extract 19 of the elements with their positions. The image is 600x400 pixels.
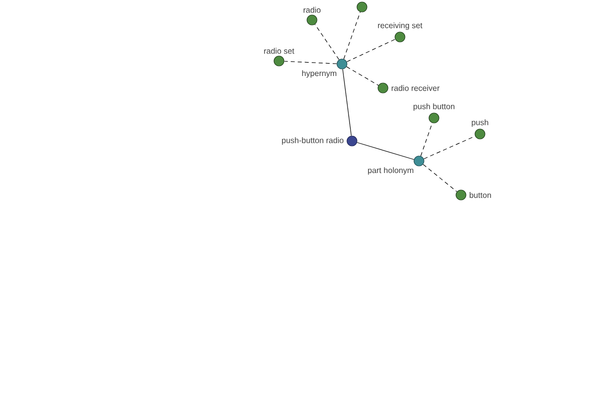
connector-line	[342, 68, 352, 136]
node-label: hypernym	[302, 70, 336, 78]
connector-line	[346, 38, 396, 62]
connector-line	[422, 164, 458, 192]
node-label: part holonym	[368, 167, 414, 175]
node-label: button	[470, 192, 491, 198]
connector-line	[356, 142, 414, 160]
node-label: radio set	[264, 48, 294, 54]
node-label: push-button radio	[282, 137, 344, 145]
connector-line	[284, 60, 337, 64]
node-label: radio receiver	[392, 85, 440, 91]
node-label: push button	[414, 103, 454, 111]
connector-line	[314, 24, 340, 60]
graph-dot	[356, 2, 368, 12]
node-label: push	[472, 119, 488, 127]
node-label: receiving set	[378, 22, 422, 30]
connector-line	[343, 12, 361, 60]
connector-line	[346, 66, 379, 86]
node-label: radio	[304, 6, 321, 13]
